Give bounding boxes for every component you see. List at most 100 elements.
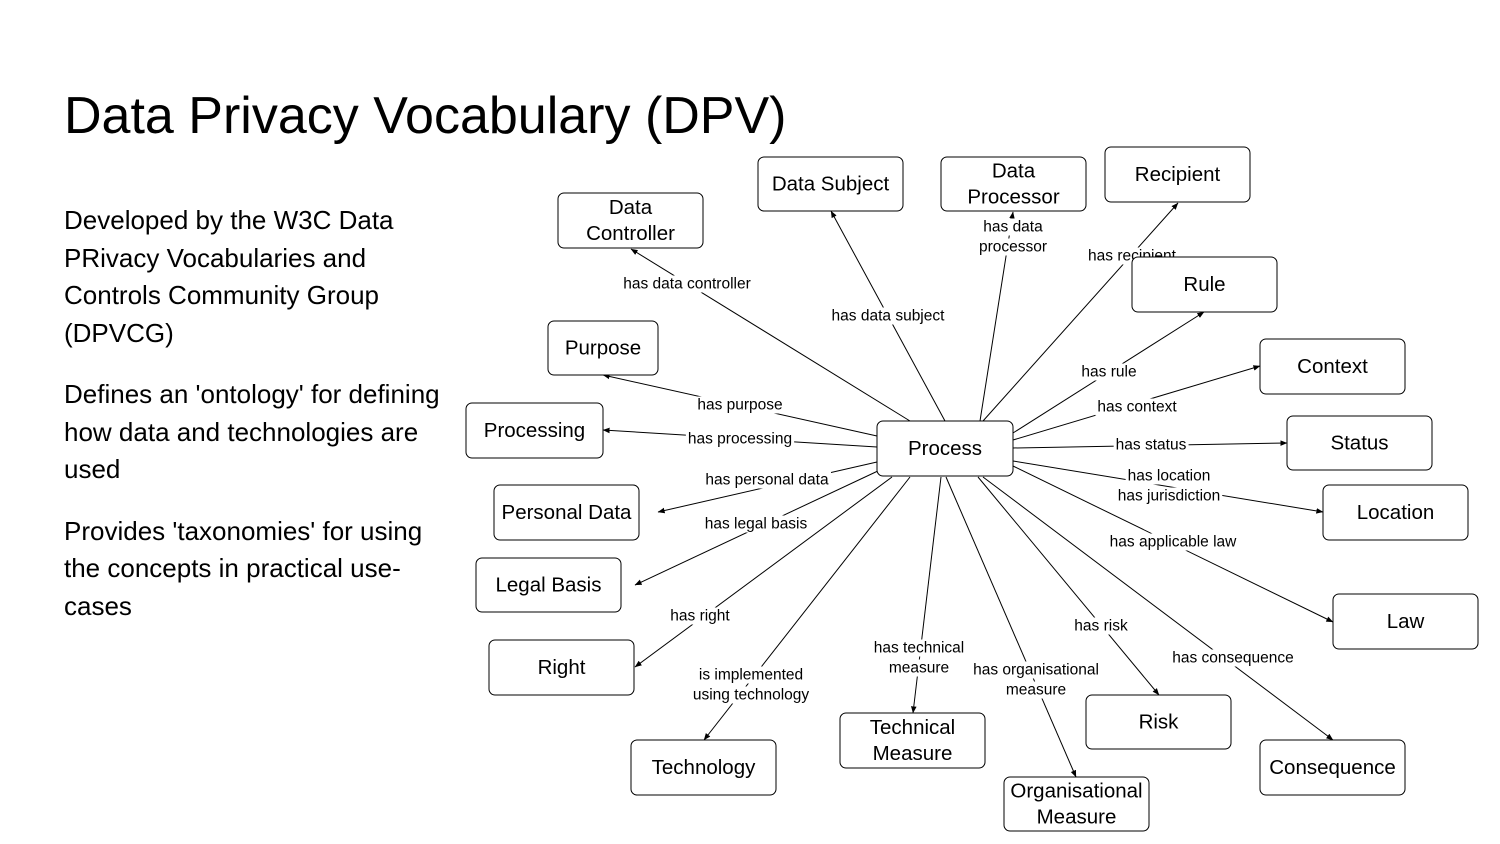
node-box: [940, 156, 1087, 212]
edge-label-text: has right: [670, 608, 730, 625]
node-label: Processor: [967, 186, 1059, 209]
edge-label-background: [690, 686, 812, 704]
edge-label-text: has consequence: [1172, 650, 1294, 667]
edge-label-personal-data: has personal data: [703, 471, 831, 489]
edge-label-background: [685, 430, 795, 448]
node-label: Status: [1330, 432, 1388, 455]
edge-label-text: is implemented: [699, 667, 803, 684]
edge-label-background: [696, 666, 806, 684]
node-box: [839, 712, 986, 769]
edge-label-text: has personal data: [705, 472, 829, 489]
edge-label-right: has right: [668, 607, 733, 625]
node-box: [1131, 256, 1278, 313]
node-right: Right: [488, 639, 635, 696]
node-law: Law: [1332, 593, 1479, 650]
node-box: [1332, 593, 1479, 650]
node-recipient: Recipient: [1104, 146, 1251, 203]
node-label: Risk: [1139, 711, 1180, 734]
edge-label-background: [695, 396, 785, 414]
node-technology: Technology: [630, 739, 777, 796]
edge-label-background: [1113, 436, 1189, 454]
edge-label-background: [829, 307, 948, 325]
edge-label-technology: is implemented using technology: [690, 666, 812, 704]
node-label: Organisational: [1010, 780, 1142, 803]
edge-label-text: has rule: [1081, 364, 1136, 381]
node-label: Measure: [1037, 806, 1117, 829]
edge-label-law: has applicable law: [1107, 533, 1240, 551]
node-box: [547, 320, 659, 376]
edge-risk: [977, 476, 1160, 696]
edge-label-background: [1003, 681, 1069, 699]
edge-label-risk: has risk: [1072, 617, 1130, 635]
node-label: Right: [538, 656, 586, 679]
node-box: [475, 557, 622, 613]
node-label: Law: [1387, 610, 1425, 633]
node-box: [493, 484, 640, 541]
node-label: Recipient: [1135, 163, 1221, 186]
node-box: [876, 420, 1014, 477]
body-text: Developed by the W3C Data PRivacy Vocabu…: [64, 202, 454, 649]
node-label: Data: [992, 160, 1036, 183]
edge-label-status: has status: [1113, 436, 1189, 454]
edge-location: [1012, 460, 1324, 514]
node-status: Status: [1286, 415, 1433, 471]
edge-label-text: has technical: [874, 640, 964, 657]
edge-label-background: [886, 659, 952, 677]
edge-label-background: [1072, 617, 1130, 635]
edge-label-data-subject: has data subject: [829, 307, 948, 325]
edge-label-text: has processing: [688, 431, 792, 448]
node-label: Purpose: [565, 337, 641, 360]
node-box: [1259, 338, 1406, 395]
node-label: Personal Data: [502, 501, 633, 524]
node-label: Rule: [1183, 273, 1225, 296]
node-label: Data: [609, 196, 653, 219]
edge-label-background: [971, 661, 1101, 679]
edge-label-background: [703, 471, 831, 489]
node-risk: Risk: [1085, 694, 1232, 750]
node-label: Controller: [586, 222, 675, 245]
edge-label-text: measure: [1006, 682, 1066, 699]
edge-label-text: has legal basis: [705, 516, 808, 533]
edge-label-background: [1095, 398, 1180, 416]
node-label: Consequence: [1269, 756, 1396, 779]
node-label: Legal Basis: [496, 574, 602, 597]
edge-label-text: has data subject: [832, 308, 946, 325]
edge-label-background: [702, 515, 810, 533]
edge-label-background: [1170, 649, 1296, 667]
node-label: Data Subject: [772, 173, 890, 196]
node-label: Location: [1357, 501, 1435, 524]
edge-label-text: has status: [1116, 437, 1187, 454]
slide-title: Data Privacy Vocabulary (DPV): [64, 87, 787, 145]
edge-label-consequence: has consequence: [1170, 649, 1296, 667]
node-processing: Processing: [465, 402, 604, 459]
node-box: [557, 192, 704, 249]
node-label: Processing: [484, 419, 585, 442]
node-personal-data: Personal Data: [493, 484, 640, 541]
edge-label-text: measure: [889, 660, 949, 677]
node-data-subject: Data Subject: [757, 156, 904, 212]
node-box: [465, 402, 604, 459]
edge-label-text: processor: [979, 239, 1047, 256]
edge-label-text: has location: [1128, 468, 1211, 485]
edge-label-background: [871, 639, 967, 657]
edge-technical-measure: [911, 476, 942, 714]
edge-label-technical-measure: has technical measure: [871, 639, 967, 677]
paragraph-defines-ontology: Defines an 'ontology' for defining how d…: [64, 379, 440, 484]
node-box: [1259, 739, 1406, 796]
node-context: Context: [1259, 338, 1406, 395]
node-box: [1322, 484, 1469, 541]
edge-label-text: has data controller: [623, 276, 751, 293]
edge-label-text: using technology: [693, 687, 810, 704]
edge-label-text: has risk: [1074, 618, 1128, 635]
edge-organisational-measure: [945, 476, 1077, 778]
node-legal-basis: Legal Basis: [475, 557, 622, 613]
edge-label-context: has context: [1095, 398, 1180, 416]
